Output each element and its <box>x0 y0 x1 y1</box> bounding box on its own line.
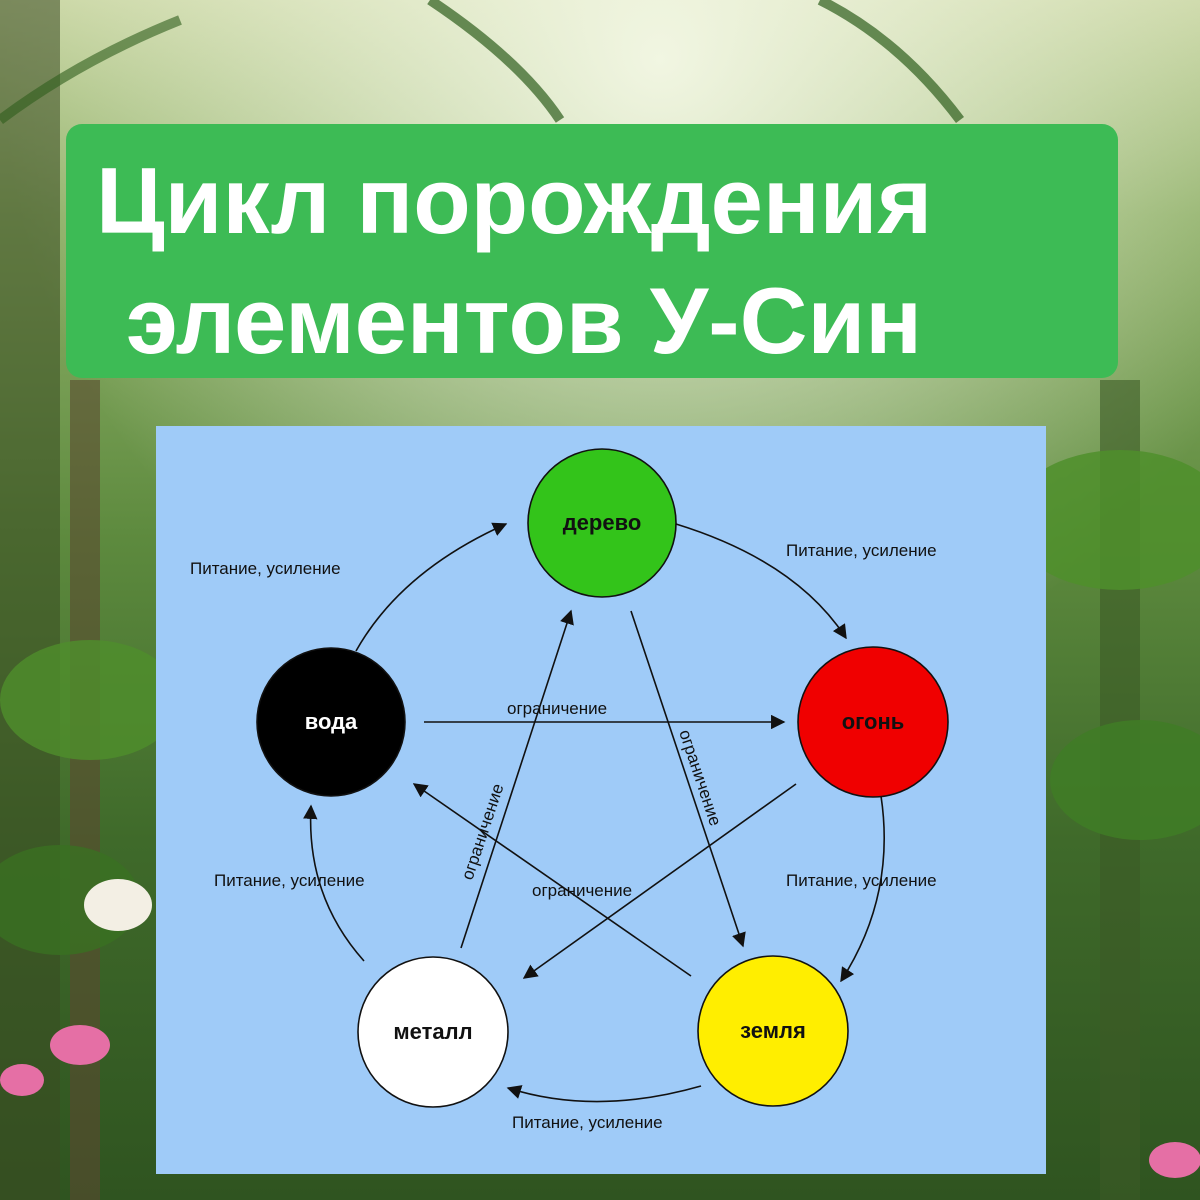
label-wood-earth: ограничение <box>675 727 725 828</box>
label-metal-wood: ограничение <box>458 781 508 882</box>
arrow-wood-to-earth <box>630 610 746 948</box>
node-metal-label: металл <box>393 1019 472 1044</box>
label-water-fire: ограничение <box>507 699 607 718</box>
node-fire: огонь <box>797 646 949 798</box>
node-water-label: вода <box>305 709 358 734</box>
title-line-2: элементов У-Син <box>126 268 923 373</box>
node-earth-label: земля <box>740 1018 806 1043</box>
title-banner: Цикл порождения элементов У-Син <box>66 124 1118 378</box>
diagram-canvas: дерево огонь земля металл вода Питание, … <box>190 448 949 1132</box>
node-earth: земля <box>697 955 849 1107</box>
arrow-fire-to-metal <box>522 783 797 979</box>
node-wood: дерево <box>527 448 677 598</box>
label-wood-fire: Питание, усиление <box>786 541 937 560</box>
wu-xing-diagram: дерево огонь земля металл вода Питание, … <box>156 426 1046 1174</box>
label-water-wood: Питание, усиление <box>190 559 341 578</box>
label-fire-metal: ограничение <box>532 881 632 900</box>
node-wood-label: дерево <box>563 510 642 535</box>
node-water: вода <box>256 647 406 797</box>
arrow-earth-to-water <box>412 783 692 977</box>
label-metal-water: Питание, усиление <box>214 871 365 890</box>
title-line-1: Цикл порождения <box>96 148 933 253</box>
arrow-earth-to-metal <box>506 1085 702 1103</box>
label-earth-metal: Питание, усиление <box>512 1113 663 1132</box>
arrow-wood-to-fire <box>675 523 847 640</box>
arrow-water-to-wood <box>355 522 508 652</box>
label-fire-earth: Питание, усиление <box>786 871 937 890</box>
node-metal: металл <box>357 956 509 1108</box>
node-fire-label: огонь <box>842 709 905 734</box>
arrow-metal-to-wood <box>460 609 574 949</box>
arrow-metal-to-water <box>303 804 365 962</box>
arrow-fire-to-earth <box>840 795 885 983</box>
